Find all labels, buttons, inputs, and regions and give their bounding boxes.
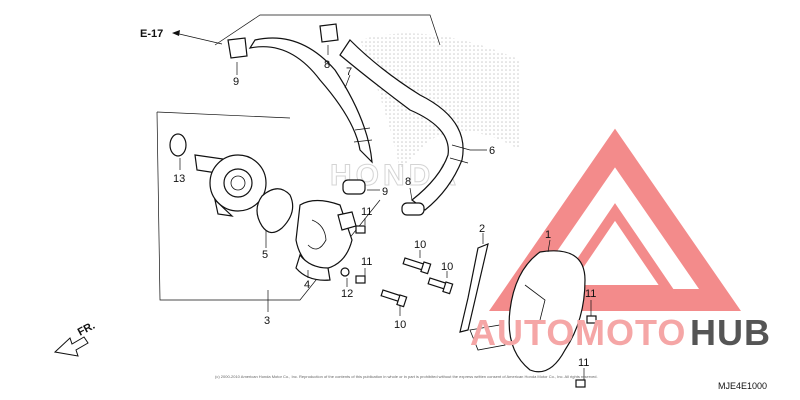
callout-1: 1 [545,229,551,241]
bolt-10-c [427,277,454,295]
pump-gasket-5 [256,188,294,234]
hose-clamp-8-lower [401,202,425,216]
bolt-11-b [355,275,366,284]
callout-5: 5 [262,249,268,261]
callout-3: 3 [264,315,270,327]
bolt-11-a [355,225,366,234]
water-hose-7 [248,37,373,164]
bolt-11-c [586,315,597,324]
callout-10c: 10 [394,319,406,331]
water-pump-assembly [194,154,267,217]
wordmark-auto: AUTO [470,312,575,353]
front-direction-arrow: FR. [53,320,97,357]
pump-cover-1 [508,250,586,373]
callout-11a: 11 [361,206,372,218]
bolt-11-d [575,379,586,388]
callout-6: 6 [489,145,495,157]
hose-clamp-8-top [319,23,339,43]
callout-8b: 8 [405,176,411,188]
pump-cover-4 [295,199,357,281]
group-bracket-top [214,14,441,46]
callout-13: 13 [173,173,185,185]
callout-11c: 11 [585,288,596,300]
washer-12 [340,267,350,277]
callout-7: 7 [346,66,352,78]
wordmark-moto: MOTO [575,312,686,353]
diagram-code: MJE4E1000 [718,381,767,391]
automotohub-triangle [489,128,741,311]
callout-2: 2 [479,223,485,235]
callout-10a: 10 [414,239,426,251]
o-ring-13 [169,133,187,157]
cover-bracket-2 [459,243,489,333]
callout-9a: 9 [233,76,239,88]
callout-12: 12 [341,288,353,300]
copyright-notice: (c) 2000-2010 American Honda Motor Co., … [215,374,598,379]
callout-8a: 8 [324,59,330,71]
hose-clamp-9-lower [342,179,366,195]
ref-arrow-icon [172,30,180,36]
fr-label: FR. [76,320,97,339]
wordmark-hub: HUB [690,312,771,353]
bolt-10-b [380,289,408,308]
callout-11b: 11 [361,256,372,268]
hose-clamp-9-top [227,37,248,59]
ref-label: E-17 [140,28,163,40]
callout-9b: 9 [382,186,388,198]
callout-4: 4 [304,279,310,291]
automotohub-wordmark: AUTO MOTO HUB [470,312,771,353]
bolt-10-a [402,257,432,275]
callout-11d: 11 [578,357,589,369]
callout-10b: 10 [441,261,453,273]
